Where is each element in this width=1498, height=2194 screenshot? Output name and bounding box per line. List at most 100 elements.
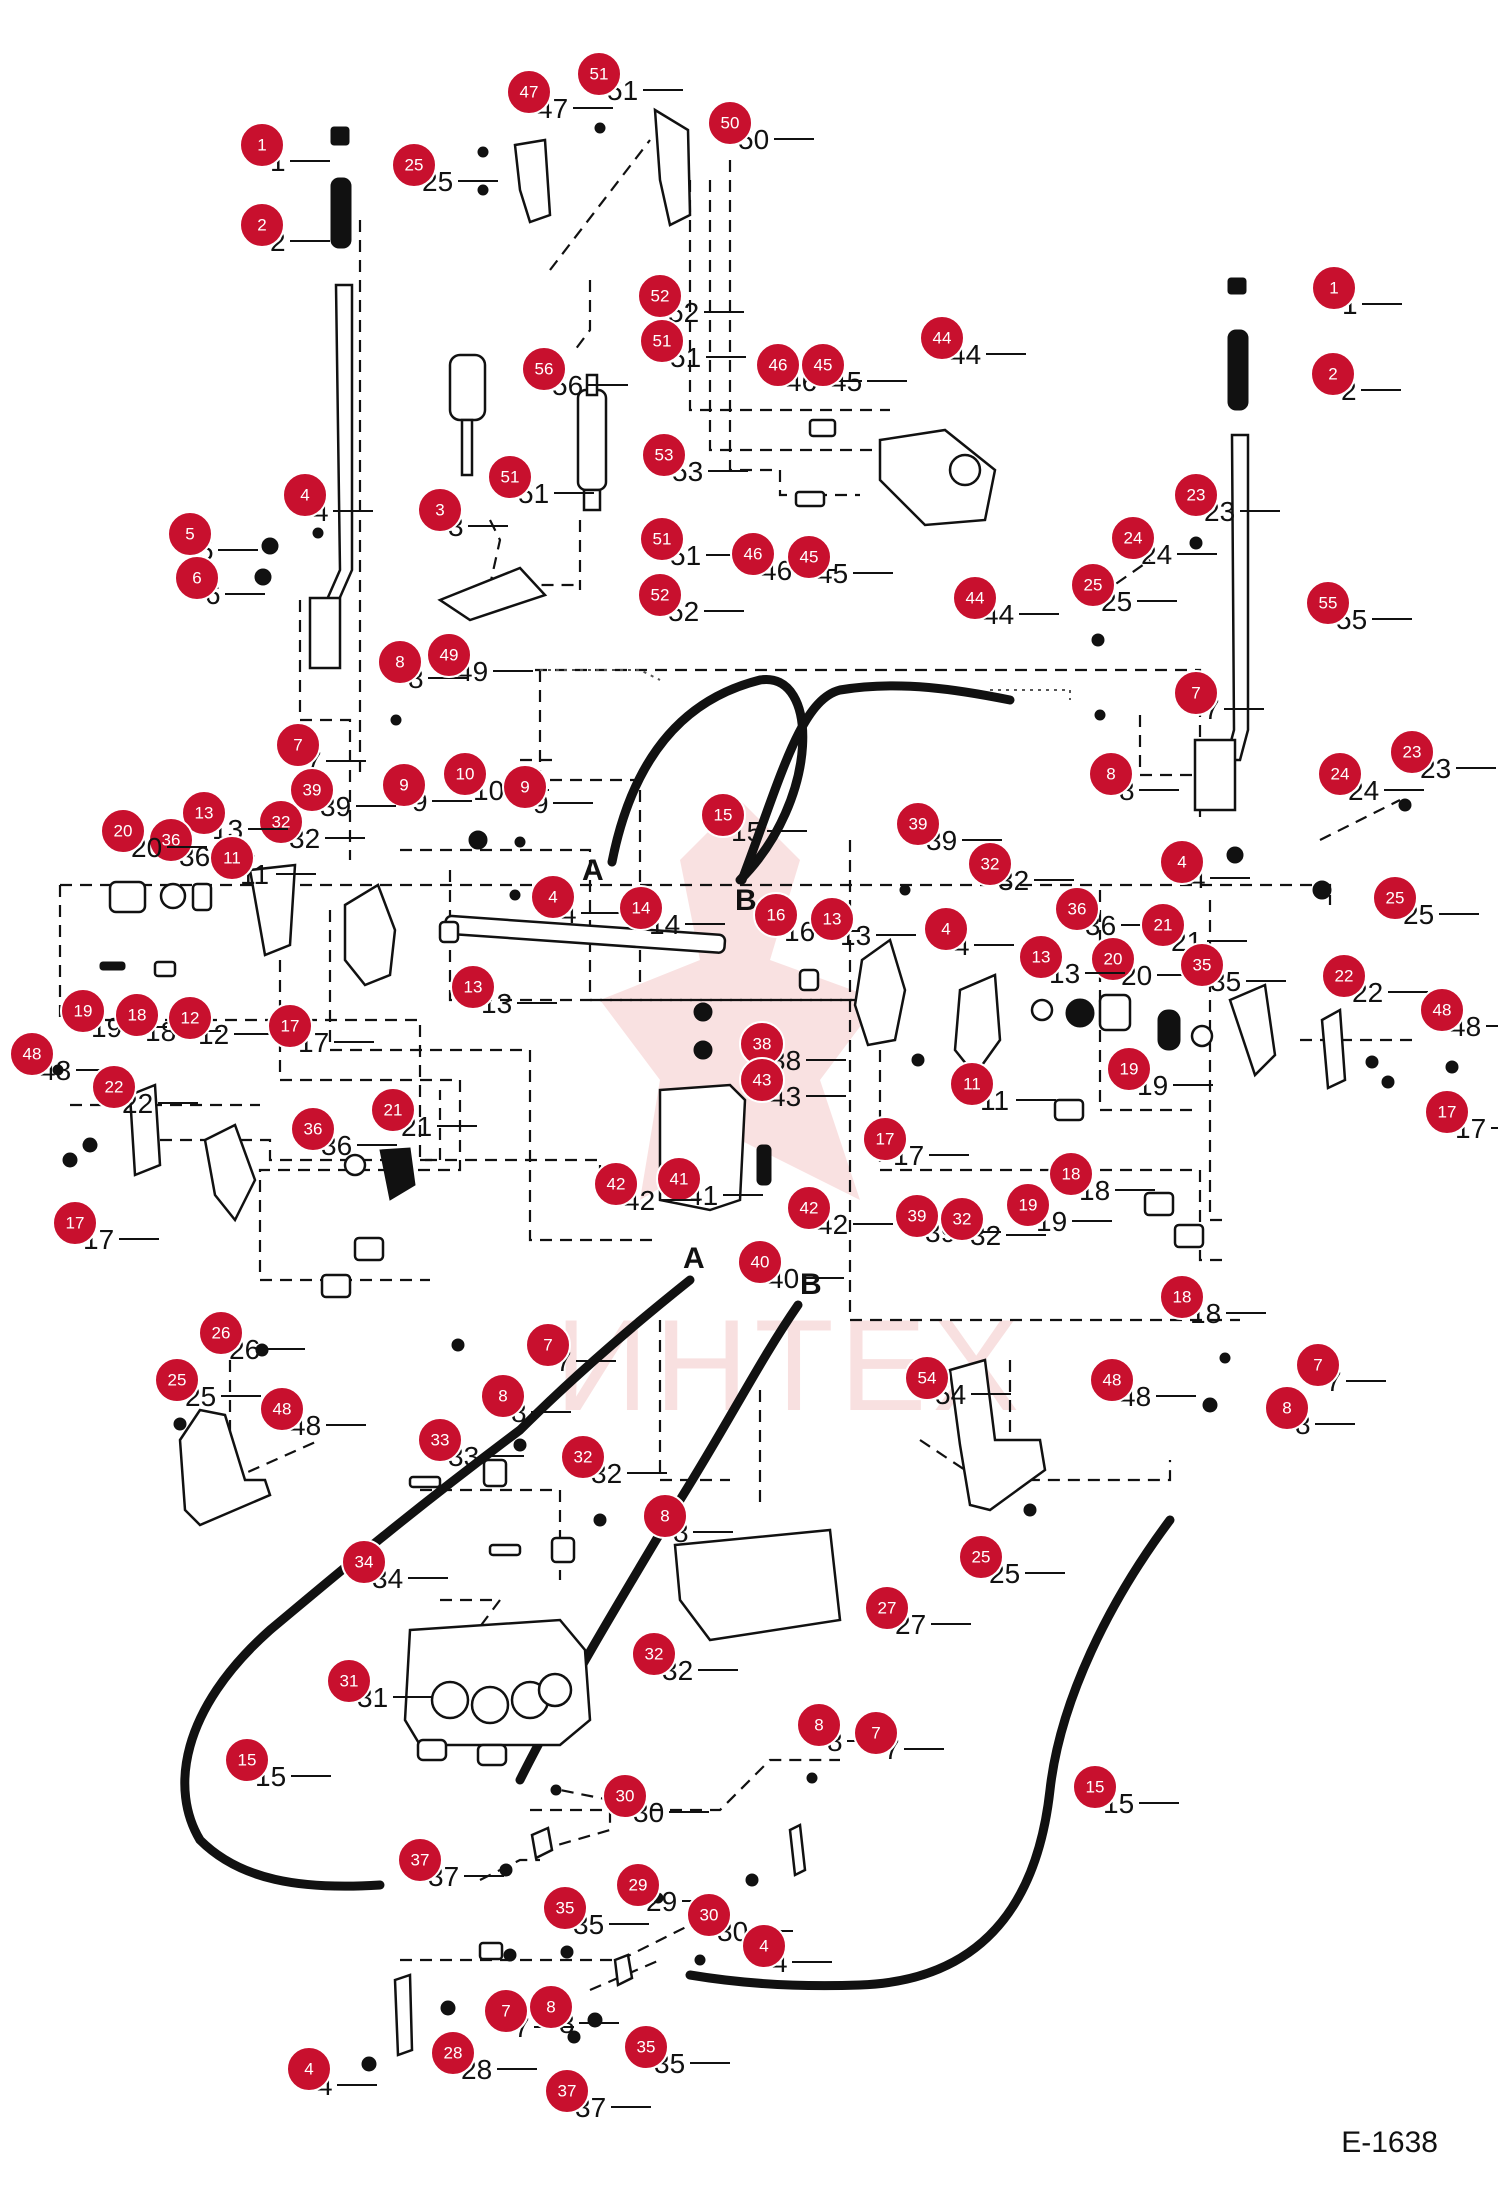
callout-number: 30 (700, 1906, 719, 1925)
callout-7: 77 (525, 1322, 616, 1377)
callout-number: 43 (753, 1071, 772, 1090)
callout-number: 15 (238, 1751, 257, 1770)
callout-bubble (1295, 1342, 1341, 1388)
callout-number: 14 (632, 899, 651, 918)
callout-number: 48 (23, 1045, 42, 1064)
cable-marker-a: A (582, 854, 604, 887)
callout-bubble (209, 835, 255, 881)
callout-bubble (290, 1106, 336, 1152)
callout-number: 46 (769, 356, 788, 375)
callout-number: 48 (1433, 1001, 1452, 1020)
callout-bubble (958, 1534, 1004, 1580)
callout-number: 48 (1103, 1371, 1122, 1390)
callout-bubble (1089, 1357, 1135, 1403)
callout-bubble (1088, 751, 1134, 797)
callout-bubble (198, 1310, 244, 1356)
callout-number: 9 (399, 776, 408, 795)
lever-shaft (1224, 433, 1250, 762)
callout-bubble (506, 69, 552, 115)
callout-bubble (114, 992, 160, 1038)
callout-number: 8 (498, 1387, 507, 1406)
callout-number: 35 (637, 2038, 656, 2057)
callout-number: 8 (660, 1507, 669, 1526)
callout-bubble (700, 792, 746, 838)
callout-bubble (259, 1386, 305, 1432)
callout-bubble (167, 995, 213, 1041)
callout-number: 30 (616, 1787, 635, 1806)
callout-number: 37 (411, 1851, 430, 1870)
callout-7: 77 (853, 1710, 944, 1765)
callout-number: 52 (651, 586, 670, 605)
callout-bubble (602, 1773, 648, 1819)
cable-a-upper (607, 675, 808, 885)
callout-bubble (796, 1702, 842, 1748)
callout-bubble (450, 964, 496, 1010)
callout-number: 4 (304, 2060, 313, 2079)
lower-linkage (393, 1458, 807, 2057)
callout-number: 19 (1120, 1060, 1139, 1079)
callout-8: 88 (642, 1493, 733, 1548)
callout-6: 66 (174, 555, 265, 610)
callout-bubble (391, 142, 437, 188)
callout-bubble (641, 432, 687, 478)
callout-bubble (741, 1923, 787, 1969)
callout-number: 11 (223, 849, 241, 868)
lever-knob (1227, 277, 1247, 295)
callout-bubble (923, 906, 969, 952)
callout-number: 22 (105, 1078, 124, 1097)
callout-2: 22 (239, 202, 330, 257)
callout-bubble (430, 2030, 476, 2076)
callout-number: 25 (168, 1371, 187, 1390)
callout-bubble (1305, 580, 1351, 626)
callout-number: 34 (355, 1553, 374, 1572)
lever-knob (330, 126, 350, 146)
callout-number: 31 (340, 1672, 359, 1691)
callout-number: 50 (721, 114, 740, 133)
callout-bubble (530, 874, 576, 920)
callout-number: 39 (303, 781, 322, 800)
callout-number: 18 (1173, 1288, 1192, 1307)
callout-bubble (862, 1116, 908, 1162)
callout-4: 44 (741, 1923, 832, 1978)
callout-bubble (91, 1064, 137, 1110)
callout-number: 42 (800, 1199, 819, 1218)
callout-bubble (560, 1434, 606, 1480)
callout-bubble (258, 799, 304, 845)
callout-bubble (502, 764, 548, 810)
callout-bubble (939, 1196, 985, 1242)
cable-b-upper (737, 681, 1015, 885)
callout-number: 8 (1106, 765, 1115, 784)
callout-bubble (525, 1322, 571, 1368)
center-shaft (438, 914, 820, 992)
callout-9: 99 (502, 764, 593, 819)
callout-number: 32 (953, 1210, 972, 1229)
callout-number: 41 (670, 1170, 689, 1189)
callout-number: 53 (655, 446, 674, 465)
callout-bubble (1311, 265, 1357, 311)
callout-number: 52 (651, 287, 670, 306)
callout-8: 88 (377, 639, 468, 694)
callout-number: 4 (941, 920, 950, 939)
